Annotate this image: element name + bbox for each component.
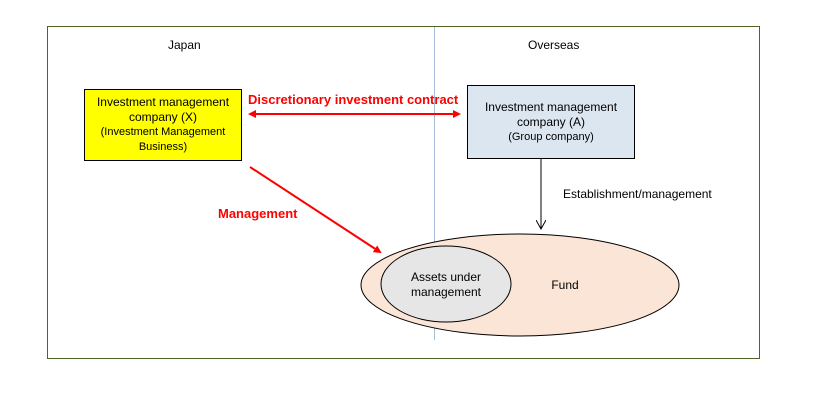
company-x-id: company (X) [128,110,198,124]
establishment-label: Establishment/management [563,187,712,201]
company-x-box: Investment management company (X) (Inves… [84,89,242,161]
contract-label: Discretionary investment contract [248,92,459,107]
company-a-id: company (A) [516,114,586,129]
management-label: Management [218,206,298,221]
company-x-type-2: Business) [138,141,188,153]
region-label-overseas: Overseas [528,38,580,52]
assets-label: Assets under management [396,270,496,300]
assets-label-line1: Assets under [410,270,482,284]
company-a-type: (Group company) [508,130,594,143]
company-x-name: Investment management [96,95,230,109]
company-x-type: (Investment Management [100,126,226,138]
assets-ellipse [380,245,512,323]
company-a-name: Investment management [484,99,618,114]
diagram-frame [47,26,760,359]
region-divider [434,27,435,340]
assets-label-line2: management [410,285,482,299]
fund-label: Fund [551,278,579,292]
company-a-box: Investment management company (A) (Group… [467,85,635,159]
region-label-japan: Japan [168,38,201,52]
management-arrow [249,166,382,254]
